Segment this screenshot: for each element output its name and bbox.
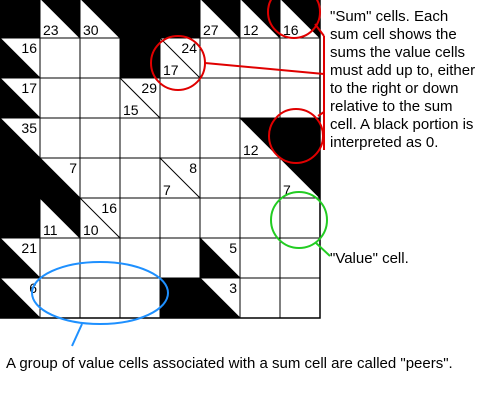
down-sum-label: 30	[83, 22, 99, 38]
right-sum-label: 21	[21, 240, 37, 256]
down-sum-label: 16	[283, 22, 299, 38]
value-cell	[79, 117, 121, 159]
sum-cell-diagonal	[159, 157, 201, 199]
right-sum-label: 35	[21, 120, 37, 136]
value-cell	[39, 37, 81, 79]
down-sum-label: 27	[203, 22, 219, 38]
value-cell	[239, 37, 281, 79]
right-sum-label: 16	[101, 200, 117, 216]
value-cell	[239, 77, 281, 119]
sum-cell-diagonal	[199, 237, 241, 279]
sum-cell-diagonal	[39, 157, 81, 199]
down-sum-label: 15	[123, 102, 139, 118]
sum-cell-diagonal	[0, 117, 41, 159]
grid-border	[0, 0, 321, 319]
black-cell	[120, 38, 160, 78]
value-cell	[199, 197, 241, 239]
value-cell	[119, 237, 161, 279]
value-pointer-line	[315, 242, 331, 257]
down-sum-label: 7	[283, 182, 291, 198]
right-sum-label: 7	[69, 160, 77, 176]
sum-cell-explanation: "Sum" cells. Each sum cell shows the sum…	[330, 8, 476, 151]
value-cell	[239, 157, 281, 199]
down-sum-label: 12	[243, 22, 259, 38]
value-cell	[79, 277, 121, 319]
sum-cell-diagonal	[81, 0, 121, 39]
peers-pointer-line	[71, 323, 83, 347]
down-sum-label: 23	[43, 22, 59, 38]
peers-marker	[31, 261, 169, 325]
black-cell	[0, 0, 40, 38]
value-cell	[159, 237, 201, 279]
down-sum-label: 11	[43, 222, 58, 238]
right-sum-label: 16	[21, 40, 37, 56]
right-sum-label: 5	[229, 240, 237, 256]
sum-cell-diagonal	[0, 77, 41, 119]
right-sum-label: 29	[141, 80, 157, 96]
black-cell	[0, 198, 40, 238]
value-cell	[119, 197, 161, 239]
sum-pointer-line-mid	[204, 62, 325, 75]
sum-cell-diagonal	[0, 37, 41, 79]
value-cell-marker	[270, 191, 328, 249]
value-cell	[79, 37, 121, 79]
value-cell	[79, 237, 121, 279]
value-cell	[159, 117, 201, 159]
value-cell	[39, 237, 81, 279]
sum-cell-diagonal	[39, 197, 81, 239]
right-sum-label: 17	[21, 80, 37, 96]
value-cell	[199, 117, 241, 159]
sum-cell-diagonal	[159, 37, 201, 79]
value-cell	[199, 77, 241, 119]
down-sum-label: 10	[83, 222, 99, 238]
black-cell	[280, 118, 320, 158]
down-sum-label: 7	[163, 182, 171, 198]
value-cell	[79, 157, 121, 199]
value-cell	[119, 117, 161, 159]
right-sum-label: 8	[189, 160, 197, 176]
sum-cell-diagonal	[79, 197, 121, 239]
annotation-markers	[31, 0, 331, 347]
value-cell	[199, 157, 241, 199]
sum-cell-diagonal	[199, 277, 241, 319]
value-cell-label: "Value" cell.	[330, 250, 409, 267]
value-cell	[159, 197, 201, 239]
value-cell	[119, 157, 161, 199]
right-sum-label: 3	[229, 280, 237, 296]
down-sum-label: 17	[163, 62, 179, 78]
sum-cell-diagonal	[119, 77, 161, 119]
sum-cell-diagonal	[279, 157, 321, 199]
black-cell	[160, 0, 200, 38]
value-cell	[239, 237, 281, 279]
value-cell	[239, 277, 281, 319]
black-cell	[0, 158, 40, 198]
sum-cell-diagonal	[0, 237, 41, 279]
sum-cell-diagonal	[201, 0, 241, 39]
value-cell	[39, 77, 81, 119]
value-cell	[79, 77, 121, 119]
down-sum-label: 12	[243, 142, 259, 158]
value-cell	[279, 197, 321, 239]
right-sum-label: 24	[181, 40, 197, 56]
sum-cell-diagonal	[241, 0, 281, 39]
value-cell	[199, 37, 241, 79]
sum-pointer-line-bottom	[317, 111, 325, 117]
sum-pointer-line-top	[314, 23, 325, 37]
peers-explanation: A group of value cells associated with a…	[6, 355, 453, 372]
sum-cell-diagonal	[0, 277, 41, 319]
value-cell	[39, 117, 81, 159]
black-cell	[120, 0, 160, 38]
value-cell	[279, 277, 321, 319]
sum-cell-marker-top	[267, 0, 321, 39]
sum-cell-diagonal	[281, 0, 321, 39]
sum-cell-diagonal	[41, 0, 81, 39]
